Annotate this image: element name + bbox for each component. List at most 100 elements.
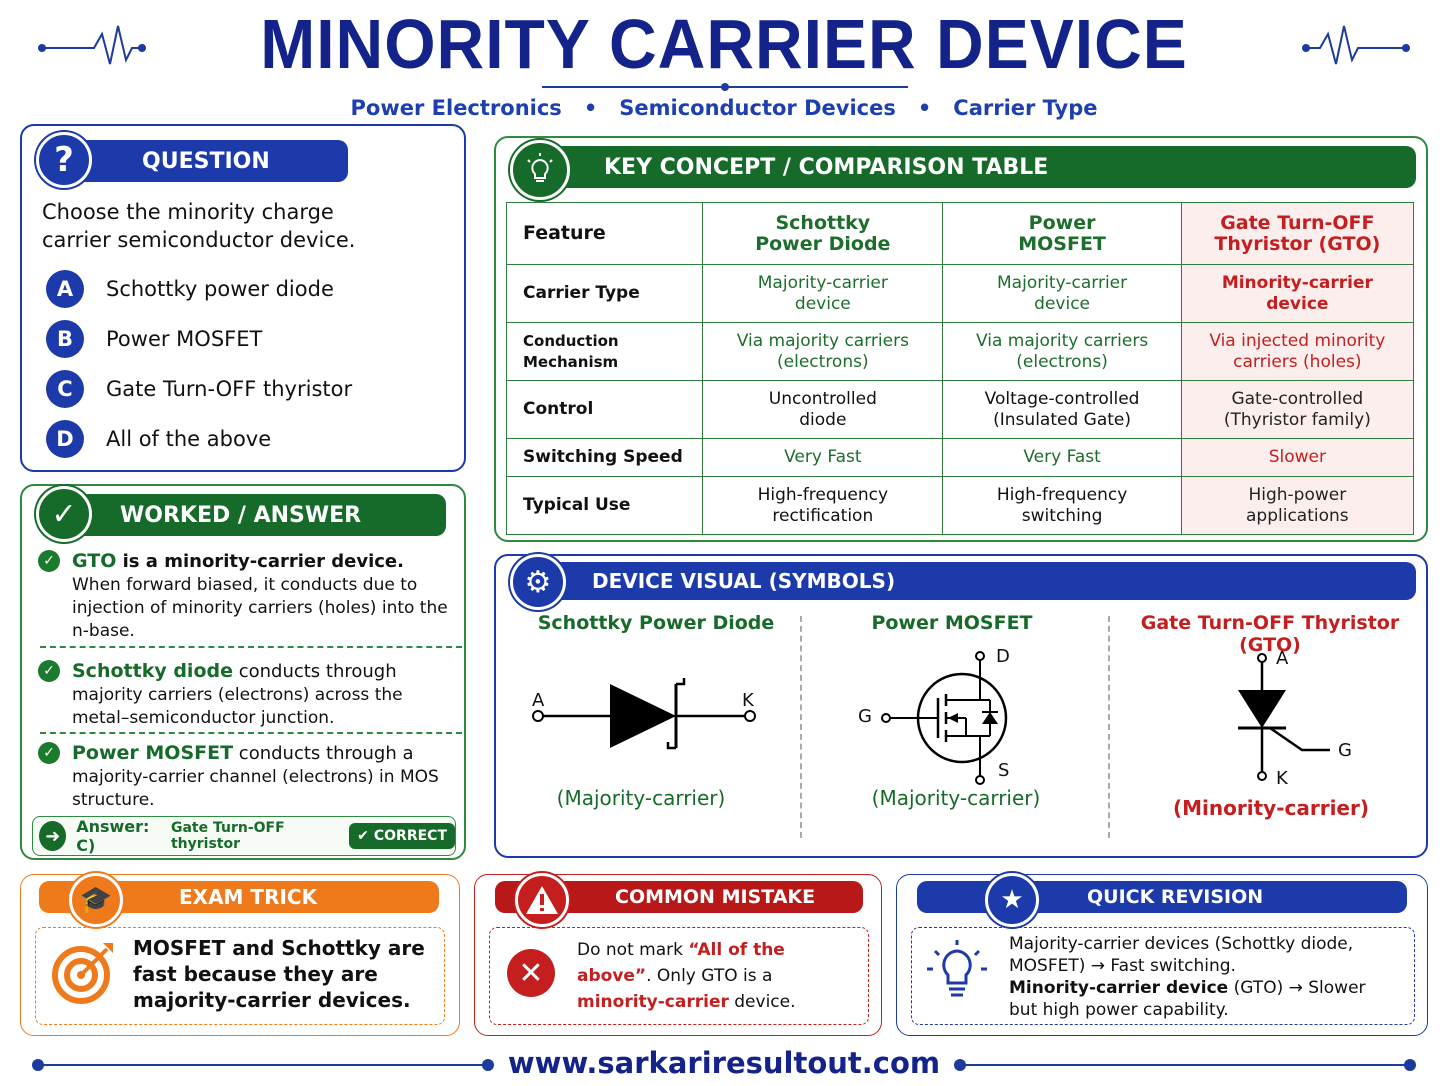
heartbeat-icon-right <box>1302 25 1410 65</box>
col-header-schottky: Schottky Power Diode <box>702 202 944 265</box>
question-text: Choose the minority charge carrier semic… <box>42 200 356 252</box>
common-mistake-text: Do not mark “All of the above”. Only GTO… <box>577 937 859 1015</box>
table-row: Control Uncontrolled diode Voltage-contr… <box>505 380 1415 439</box>
check-icon: ✓ <box>38 660 60 682</box>
option-b[interactable]: B Power MOSFET <box>46 320 262 358</box>
cell-mosfet-text: Majority-carrier device <box>997 272 1128 314</box>
schottky-diode-symbol <box>532 678 756 750</box>
exam-trick-box <box>35 927 445 1025</box>
schottky-caption: (Majority-carrier) <box>556 786 726 810</box>
star-icon: ★ <box>985 873 1039 927</box>
option-b-label: Power MOSFET <box>106 327 263 351</box>
power-mosfet-symbol <box>881 651 1008 785</box>
option-a-badge: A <box>46 270 84 308</box>
correct-badge-label: CORRECT <box>373 828 447 844</box>
mosfet-gate-label: G <box>858 706 872 727</box>
cell-schottky: High-frequency rectification <box>702 476 944 535</box>
divider <box>40 732 462 734</box>
row-feature: Conduction Mechanism <box>505 322 704 381</box>
warning-icon <box>515 873 569 927</box>
revision-line-2-bold: Minority-carrier device <box>1009 978 1229 998</box>
cell-mosfet: Very Fast <box>942 438 1182 477</box>
question-panel: QUESTION ? Choose the minority charge ca… <box>20 124 466 472</box>
option-c-label: Gate Turn-OFF thyristor <box>106 377 353 401</box>
gto-cathode-label: K <box>1276 768 1288 789</box>
mosfet-caption: (Majority-carrier) <box>871 786 1041 810</box>
quick-revision-text: Majority-carrier devices (Schottky diode… <box>1009 933 1379 1021</box>
cell-schottky: Majority-carrier device <box>702 264 944 323</box>
cell-gto-text: Gate-controlled (Thyristor family) <box>1223 388 1371 430</box>
lightbulb-icon <box>927 940 987 997</box>
gto-gate-label: G <box>1338 740 1352 761</box>
title-underline <box>542 83 908 91</box>
cell-gto-text: Minority-carrier device <box>1221 272 1373 314</box>
cell-gto-text: Via injected minority carriers (holes) <box>1209 330 1386 372</box>
subtitle: Power Electronics•Semiconductor Devices•… <box>350 96 1098 120</box>
option-b-badge: B <box>46 320 84 358</box>
subtitle-topic-1: Power Electronics <box>350 96 562 120</box>
option-c-badge: C <box>46 370 84 408</box>
common-mistake-box <box>489 927 869 1025</box>
footer-line-left <box>36 1064 490 1066</box>
question-mark-icon: ? <box>36 132 92 188</box>
row-feature: Switching Speed <box>505 438 704 477</box>
option-a-label: Schottky power diode <box>106 277 334 301</box>
worked-point-1-lead: GTO <box>72 550 117 572</box>
arrow-right-icon: ➜ <box>39 821 67 851</box>
footer-dot <box>1404 1059 1416 1071</box>
col-header-gto-label: Gate Turn-OFF Thyristor (GTO) <box>1214 211 1381 255</box>
worked-point-1-lead-rest: is a minority-carrier device. <box>116 551 404 572</box>
worked-panel: WORKED / ANSWER ✓ ✓ GTO is a minority-ca… <box>20 484 466 860</box>
check-icon: ✓ <box>38 550 60 572</box>
comparison-table: Feature Schottky Power Diode Power MOSFE… <box>505 202 1415 535</box>
table-header-row: Feature Schottky Power Diode Power MOSFE… <box>505 202 1415 265</box>
col-header-schottky-label: Schottky Power Diode <box>755 211 891 255</box>
option-d-label: All of the above <box>106 427 272 451</box>
divider <box>40 646 462 648</box>
cell-gto: High-power applications <box>1180 476 1415 535</box>
check-icon: ✓ <box>38 742 60 764</box>
worked-point-3-lead-rest: conducts through a <box>233 743 414 764</box>
subtitle-topic-3: Carrier Type <box>953 96 1098 120</box>
table-row: Typical Use High-frequency rectification… <box>505 476 1415 535</box>
worked-point-1-body: When forward biased, it conducts due to … <box>72 575 448 641</box>
mosfet-title: Power MOSFET <box>871 612 1033 634</box>
check-circle-icon: ✔ <box>357 828 369 844</box>
mosfet-source-label: S <box>998 760 1010 781</box>
mistake-part-1: Do not mark <box>577 940 689 960</box>
cell-gto: Via injected minority carriers (holes) <box>1180 322 1415 381</box>
option-a[interactable]: A Schottky power diode <box>46 270 334 308</box>
answer-text: Gate Turn-OFF thyristor <box>170 820 285 852</box>
quick-revision-box <box>911 927 1415 1025</box>
mistake-part-4: minority-carrier <box>577 992 729 1012</box>
cell-mosfet-text: Via majority carriers (electrons) <box>975 330 1149 372</box>
subtitle-topic-2: Semiconductor Devices <box>619 96 896 120</box>
comparison-header: KEY CONCEPT / COMPARISON TABLE <box>524 146 1416 188</box>
footer-dot <box>482 1059 494 1071</box>
col-header-feature: Feature <box>505 202 704 265</box>
heartbeat-icon-left <box>38 25 146 65</box>
schottky-cathode-label: K <box>742 690 754 711</box>
common-mistake-panel: COMMON MISTAKE ✕ Do not mark “All of the… <box>474 873 882 1036</box>
cell-gto: Gate-controlled (Thyristor family) <box>1180 380 1415 439</box>
schottky-anode-label: A <box>532 690 545 711</box>
divider <box>1108 616 1110 838</box>
option-c[interactable]: C Gate Turn-OFF thyristor <box>46 370 352 408</box>
col-header-mosfet-label: Power MOSFET <box>1018 211 1106 255</box>
footer-url[interactable]: www.sarkariresultout.com <box>507 1046 941 1080</box>
cell-mosfet-text: High-frequency switching <box>996 484 1128 526</box>
lightbulb-icon <box>510 140 570 200</box>
row-feature: Carrier Type <box>505 264 704 323</box>
cell-mosfet: High-frequency switching <box>942 476 1182 535</box>
gto-caption: (Minority-carrier) <box>1173 796 1369 820</box>
exam-trick-panel: EXAM TRICK 🎓 MOSFET and Schottky are fas… <box>20 873 460 1036</box>
cell-mosfet: Majority-carrier device <box>942 264 1182 323</box>
comparison-panel: KEY CONCEPT / COMPARISON TABLE Feature S… <box>494 136 1428 542</box>
footer-dot <box>32 1059 44 1071</box>
close-icon: ✕ <box>507 949 555 997</box>
symbols-panel: DEVICE VISUAL (SYMBOLS) ⚙ Schottky Power… <box>494 554 1428 858</box>
page-title: MINORITY CARRIER DEVICE <box>260 5 1188 83</box>
